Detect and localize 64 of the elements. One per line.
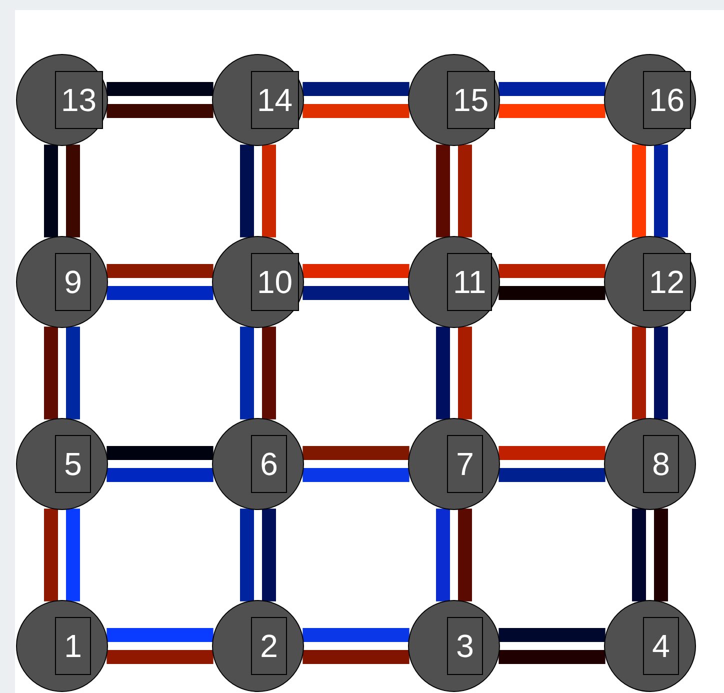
link-line [106,264,214,278]
link-line [66,508,80,602]
link-line [106,628,214,642]
node-label: 16 [643,71,691,129]
node-label: 9 [55,253,91,311]
link-line [458,326,472,420]
link-line [498,286,606,300]
link-line [302,82,410,96]
link-line [44,144,58,238]
link-line [498,446,606,460]
link-line [498,104,606,118]
link-line [106,650,214,664]
link-line [498,628,606,642]
link-line [498,650,606,664]
link-line [302,286,410,300]
node-label: 6 [251,435,287,493]
node-label: 1 [55,617,91,675]
link-line [458,508,472,602]
link-line [240,508,254,602]
node-label: 8 [643,435,679,493]
node-label: 14 [251,71,299,129]
link-line [302,446,410,460]
link-line [632,326,646,420]
link-line [458,144,472,238]
node-label: 12 [643,253,691,311]
link-line [436,144,450,238]
link-line [106,286,214,300]
node-label: 2 [251,617,287,675]
node-label: 10 [251,253,299,311]
link-line [498,264,606,278]
link-line [436,508,450,602]
link-line [498,468,606,482]
link-line [262,508,276,602]
link-line [302,628,410,642]
link-line [44,508,58,602]
node-label: 4 [643,617,679,675]
link-line [654,508,668,602]
link-line [240,144,254,238]
node-label: 15 [447,71,495,129]
link-line [262,144,276,238]
node-label: 3 [447,617,483,675]
link-line [66,144,80,238]
link-line [302,468,410,482]
link-line [302,104,410,118]
node-label: 11 [447,253,492,311]
link-line [654,326,668,420]
link-line [262,326,276,420]
link-line [66,326,80,420]
link-line [654,144,668,238]
link-line [106,468,214,482]
link-line [498,82,606,96]
link-line [302,264,410,278]
link-line [302,650,410,664]
link-line [436,326,450,420]
link-line [106,104,214,118]
link-line [106,82,214,96]
link-line [632,508,646,602]
link-line [44,326,58,420]
link-line [632,144,646,238]
node-label: 7 [447,435,483,493]
node-label: 13 [55,71,103,129]
node-label: 5 [55,435,91,493]
link-line [240,326,254,420]
link-line [106,446,214,460]
